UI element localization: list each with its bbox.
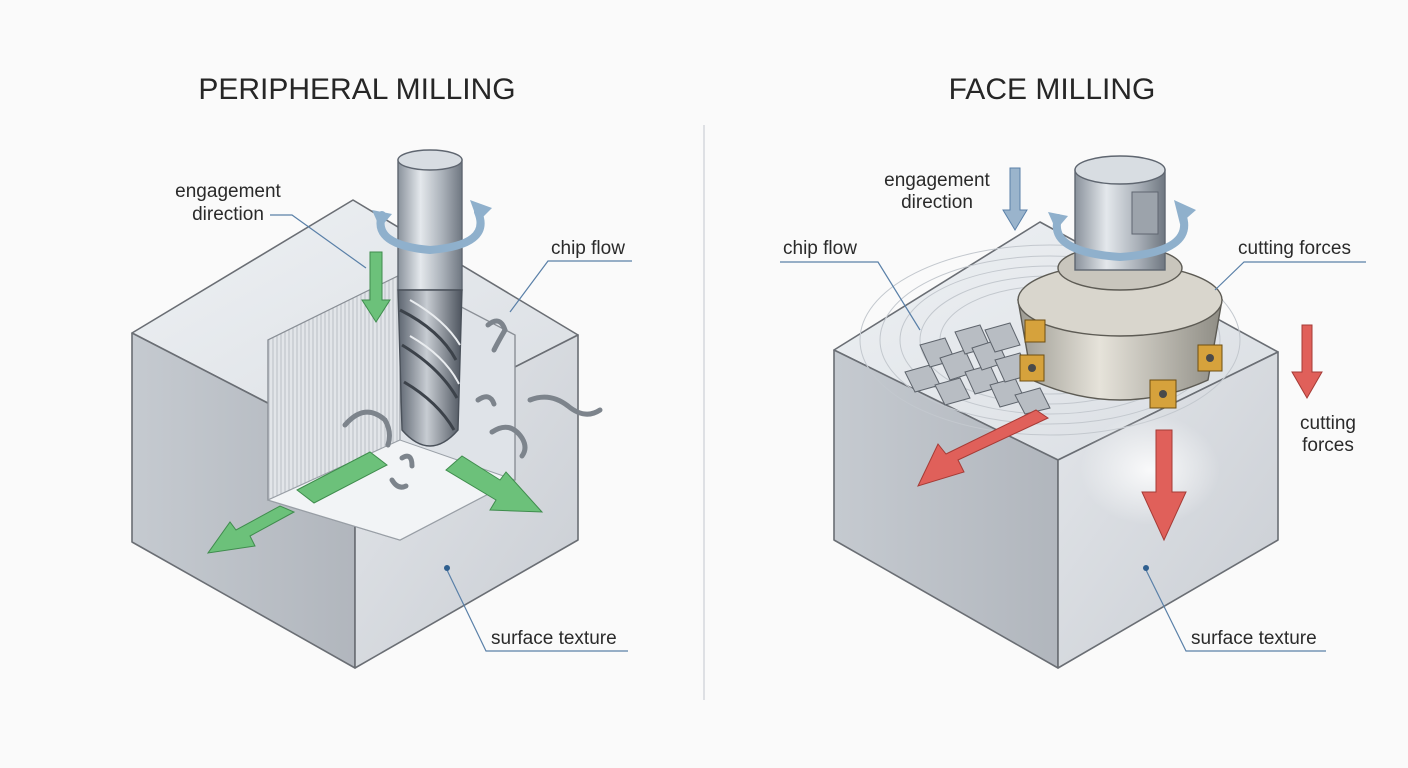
carbide-insert-icons (1019, 319, 1223, 409)
face-engagement-label-line1: engagement (884, 170, 990, 191)
face-engagement-arrow-icon (1002, 167, 1028, 231)
end-mill-tool (397, 149, 463, 447)
face-rotation-arrow-icon (1048, 200, 1196, 262)
peripheral-workpiece-block (131, 199, 579, 669)
cutting-force-arrow-left-icon (917, 409, 1050, 487)
face-cutting-forces-top-label: cutting forces (1238, 238, 1351, 259)
face-chip-flow-label: chip flow (783, 238, 857, 259)
face-cutting-forces-label-line1: cutting (1300, 413, 1356, 434)
peripheral-surface-texture-label: surface texture (491, 628, 617, 649)
peripheral-surface-texture-leader (446, 569, 628, 652)
face-milling-panel: FACE MILLING (780, 73, 1366, 669)
face-surface-texture-leader (1145, 569, 1326, 652)
face-surface-texture-label: surface texture (1191, 628, 1317, 649)
peripheral-engagement-label-line1: engagement (175, 181, 281, 202)
face-mill-cutter (1017, 155, 1223, 409)
cutting-force-arrow-down-icon (1141, 429, 1187, 542)
metal-chips (342, 318, 603, 490)
face-cutting-forces-top-leader (1214, 261, 1366, 291)
face-engagement-label-line2: direction (901, 192, 973, 213)
peripheral-engagement-label-line2: direction (192, 204, 264, 225)
peripheral-chip-flow-label: chip flow (551, 238, 625, 259)
face-chip-flow-leader (780, 261, 921, 331)
cutting-force-arrow-side-icon (1291, 324, 1323, 400)
face-cutting-forces-label-line2: forces (1302, 435, 1354, 456)
peripheral-surface-texture-dot (444, 565, 450, 571)
peripheral-chip-flow-leader (509, 260, 632, 313)
face-milling-title: FACE MILLING (949, 73, 1156, 106)
feed-arrow-right-icon (445, 455, 544, 513)
rotation-arrow-icon (372, 200, 492, 255)
peripheral-engagement-leader (270, 214, 367, 269)
engagement-arrow-icon (361, 251, 391, 323)
peripheral-milling-panel: PERIPHERAL MILLING (131, 73, 632, 669)
feed-arrow-left-icon (206, 505, 296, 554)
peripheral-milling-title: PERIPHERAL MILLING (198, 73, 515, 106)
face-surface-texture-dot (1143, 565, 1149, 571)
feed-strip-icon (296, 451, 388, 504)
